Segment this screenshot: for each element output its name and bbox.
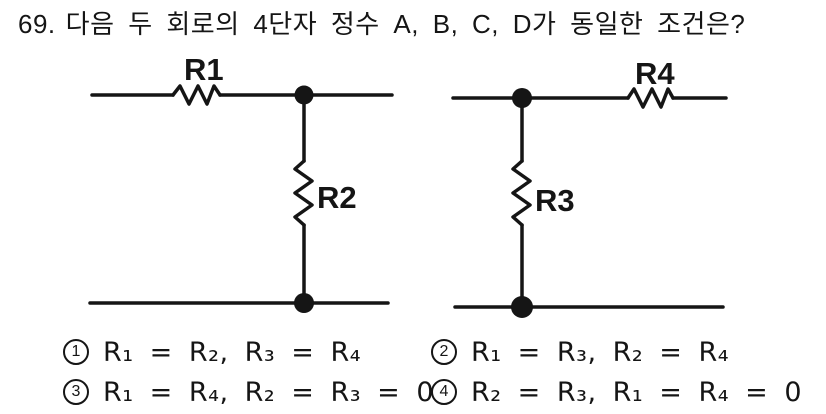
choice-4-text: R₂ = R₃, R₁ = R₄ = 0 — [471, 376, 803, 408]
choice-3-text: R₁ = R₄, R₂ = R₃ = 0 — [103, 376, 435, 408]
resistor-r4-symbol — [626, 87, 675, 109]
r3-label: R3 — [535, 183, 575, 218]
choice-1-text: R₁ = R₂, R₃ = R₄ — [103, 336, 362, 368]
right-bottom-junction-dot — [511, 296, 533, 318]
question-text: 다음 두 회로의 4단자 정수 A, B, C, D가 동일한 조건은? — [65, 9, 746, 39]
resistor-r2-symbol — [293, 159, 314, 227]
left-circuit — [88, 84, 394, 313]
answer-choice-3: 3 R₁ = R₄, R₂ = R₃ = 0 — [63, 376, 435, 408]
right-circuit — [451, 87, 728, 318]
answer-choice-4: 4 R₂ = R₃, R₁ = R₄ = 0 — [431, 376, 803, 408]
r1-label: R1 — [184, 52, 224, 87]
choice-3-circled-number: 3 — [63, 379, 89, 405]
choice-2-text: R₁ = R₃, R₂ = R₄ — [471, 336, 730, 368]
r4-label: R4 — [635, 56, 675, 91]
answer-choice-1: 1 R₁ = R₂, R₃ = R₄ — [63, 336, 362, 368]
answer-choice-2: 2 R₁ = R₃, R₂ = R₄ — [431, 336, 730, 368]
r2-label: R2 — [317, 180, 357, 215]
choice-2-circled-number: 2 — [431, 339, 457, 365]
left-bottom-junction-dot — [294, 293, 314, 313]
question-number: 69. — [18, 9, 56, 39]
left-top-junction-dot — [294, 85, 314, 105]
right-top-junction-dot — [512, 88, 532, 108]
choice-4-circled-number: 4 — [431, 379, 457, 405]
resistor-r3-symbol — [511, 159, 532, 227]
question-title: 69. 다음 두 회로의 4단자 정수 A, B, C, D가 동일한 조건은? — [18, 8, 808, 40]
resistor-r1-symbol — [171, 84, 222, 106]
choice-1-circled-number: 1 — [63, 339, 89, 365]
